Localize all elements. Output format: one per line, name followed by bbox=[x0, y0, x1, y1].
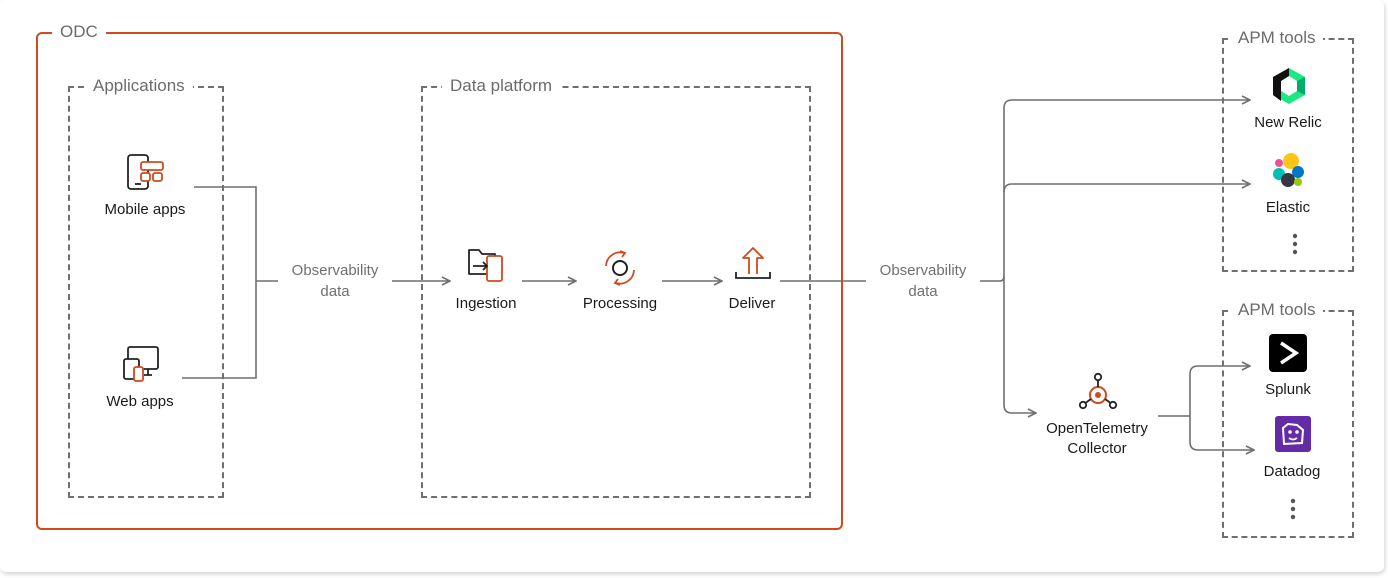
ingestion-icon bbox=[468, 249, 503, 282]
datadog-label: Datadog bbox=[1263, 463, 1321, 480]
splunk-logo-icon bbox=[1269, 334, 1307, 372]
web-apps-icon bbox=[123, 346, 159, 382]
observability-data-label-1: Observability data bbox=[287, 260, 383, 302]
opentelemetry-collector-icon bbox=[1078, 372, 1118, 410]
observability-data-line-2b: data bbox=[908, 283, 938, 300]
odc-title: ODC bbox=[52, 21, 106, 43]
collector-label-line2: Collector bbox=[1067, 440, 1127, 457]
new-relic-logo-icon bbox=[1273, 68, 1305, 104]
edge-branch-vertical bbox=[1003, 108, 1036, 413]
more-tools-dots-icon-2 bbox=[1290, 498, 1296, 520]
applications-box: Applications bbox=[68, 75, 224, 498]
apm-tools-box-1: APM tools bbox=[1222, 27, 1354, 272]
deliver-icon bbox=[735, 247, 771, 279]
mobile-apps-icon bbox=[127, 154, 164, 190]
edge-branch-elastic bbox=[1003, 184, 1250, 193]
processing-label: Processing bbox=[582, 295, 658, 312]
edge-branch-trunk bbox=[1003, 100, 1250, 109]
ingestion-label: Ingestion bbox=[455, 295, 517, 312]
deliver-label: Deliver bbox=[728, 295, 776, 312]
edge-collector-splunk bbox=[1189, 366, 1250, 416]
opentelemetry-collector-label: OpenTelemetry Collector bbox=[1046, 419, 1148, 459]
data-platform-box: Data platform bbox=[421, 75, 811, 498]
apm-tools-title-1: APM tools bbox=[1230, 27, 1324, 49]
collector-label-line1: OpenTelemetry bbox=[1046, 420, 1148, 437]
odc-box: ODC bbox=[36, 21, 843, 530]
applications-title: Applications bbox=[85, 75, 193, 97]
observability-data-label-2: Observability data bbox=[875, 260, 971, 302]
mobile-apps-label: Mobile apps bbox=[104, 201, 186, 218]
apm-tools-title-2: APM tools bbox=[1230, 299, 1324, 321]
apm-tools-box-2: APM tools bbox=[1222, 299, 1354, 538]
edge-collector-datadog bbox=[1189, 416, 1254, 450]
observability-data-line-1b: data bbox=[320, 283, 350, 300]
processing-icon bbox=[605, 250, 635, 286]
more-tools-dots-icon-1 bbox=[1292, 233, 1298, 255]
observability-data-line-2a: Observability bbox=[879, 262, 967, 279]
datadog-logo-icon bbox=[1275, 416, 1311, 452]
splunk-label: Splunk bbox=[1265, 381, 1311, 398]
elastic-logo-icon bbox=[1273, 153, 1304, 187]
web-apps-label: Web apps bbox=[106, 393, 174, 410]
edge-mobile-apps bbox=[182, 186, 257, 379]
edge-branch-notch bbox=[999, 275, 1005, 282]
data-platform-title: Data platform bbox=[442, 75, 561, 97]
elastic-label: Elastic bbox=[1265, 199, 1311, 216]
new-relic-label: New Relic bbox=[1254, 114, 1322, 131]
observability-data-line-1a: Observability bbox=[291, 262, 379, 279]
